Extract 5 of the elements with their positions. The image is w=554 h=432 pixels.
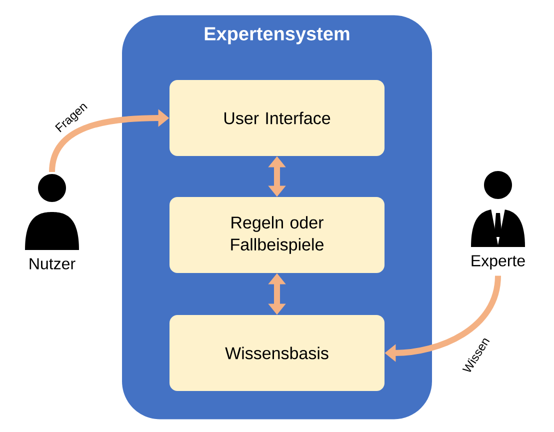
component-box: User Interface	[170, 80, 384, 156]
person-label: Experte	[472, 255, 525, 270]
person-label: Nutzer	[30, 258, 76, 270]
component-box: Wissensbasis	[170, 315, 384, 391]
component-box: Regeln oder Fallbeispiele	[170, 197, 384, 273]
